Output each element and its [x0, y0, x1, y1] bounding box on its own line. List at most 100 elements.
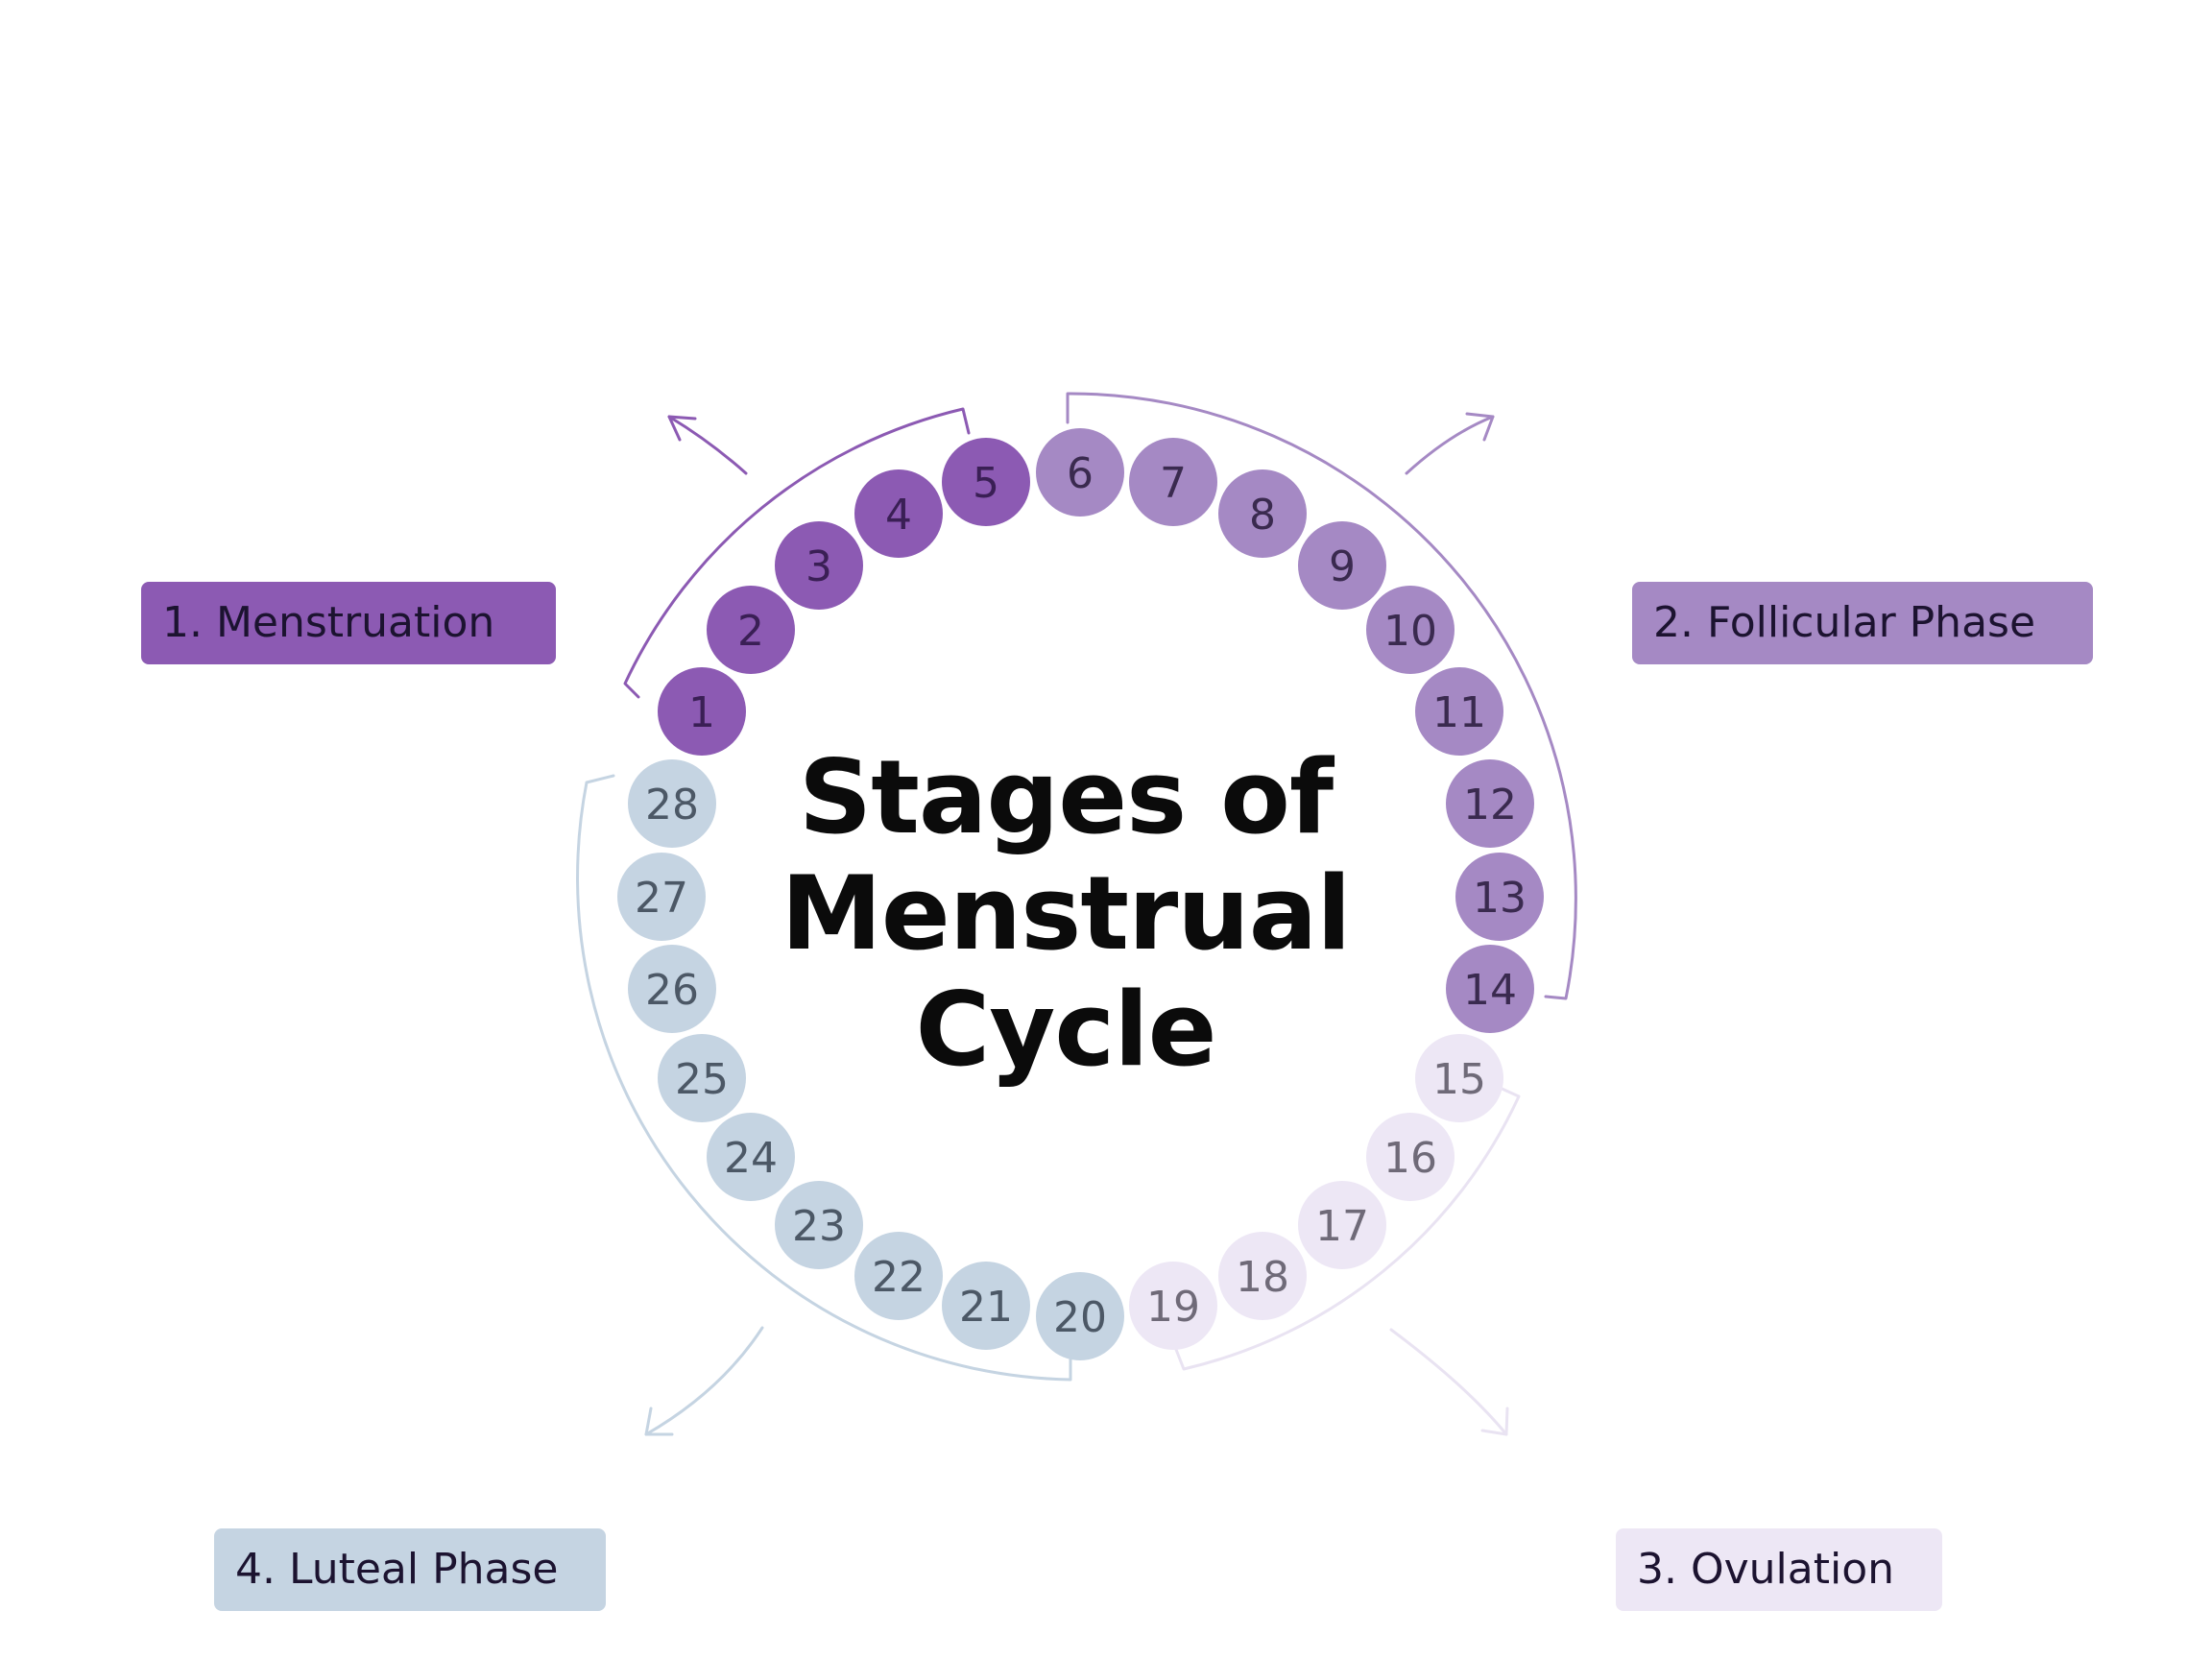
day-3-circle: [775, 521, 863, 610]
day-24-marker: 24: [707, 1113, 795, 1201]
day-5-marker: 5: [942, 438, 1030, 526]
day-24-circle: [707, 1113, 795, 1201]
day-4-number: 4: [885, 491, 912, 540]
ovulation-arrow-line: [1389, 1328, 1508, 1436]
menstruation-arrow: [667, 415, 748, 475]
day-12-marker: 12: [1446, 759, 1534, 848]
menstruation-arrow-line: [667, 415, 748, 475]
day-17-number: 17: [1315, 1202, 1369, 1251]
follicular-phase-label: 2. Follicular Phase: [1632, 582, 2093, 664]
day-18-number: 18: [1236, 1253, 1289, 1302]
day-17-marker: 17: [1298, 1181, 1386, 1269]
day-4-marker: 4: [854, 469, 943, 558]
day-18-marker: 18: [1218, 1232, 1307, 1320]
day-3-marker: 3: [775, 521, 863, 610]
day-19-number: 19: [1146, 1283, 1200, 1332]
follicular-arrow-head: [1465, 412, 1495, 442]
luteal-arrow-head: [644, 1407, 674, 1436]
day-14-number: 14: [1463, 966, 1517, 1015]
day-9-number: 9: [1329, 542, 1356, 591]
day-16-marker: 16: [1366, 1113, 1455, 1201]
day-10-marker: 10: [1366, 586, 1455, 674]
phase-brackets: [576, 392, 1577, 1382]
day-28-marker: 28: [628, 759, 716, 848]
day-21-marker: 21: [942, 1262, 1030, 1350]
day-2-marker: 2: [707, 586, 795, 674]
day-11-marker: 11: [1415, 667, 1503, 756]
day-26-circle: [628, 945, 716, 1033]
diagram-title: Stages of Menstrual Cycle: [672, 739, 1459, 1088]
ovulation-bracket: [1171, 1085, 1521, 1371]
day-24-number: 24: [724, 1134, 778, 1183]
title-line-1: Stages of: [798, 738, 1334, 856]
day-26-marker: 26: [628, 945, 716, 1033]
day-13-number: 13: [1473, 874, 1527, 923]
day-10-circle: [1366, 586, 1455, 674]
menstruation-arrow-head: [667, 415, 697, 442]
day-16-number: 16: [1383, 1134, 1437, 1183]
day-15-number: 15: [1432, 1055, 1486, 1104]
day-15-marker: 15: [1415, 1034, 1503, 1122]
day-6-marker: 6: [1036, 428, 1124, 517]
day-22-circle: [854, 1232, 943, 1320]
day-25-number: 25: [675, 1055, 729, 1104]
day-28-circle: [628, 759, 716, 848]
day-22-marker: 22: [854, 1232, 943, 1320]
day-4-circle: [854, 469, 943, 558]
day-21-circle: [942, 1262, 1030, 1350]
day-14-circle: [1446, 945, 1534, 1033]
day-25-circle: [658, 1034, 746, 1122]
day-18-circle: [1218, 1232, 1307, 1320]
day-7-number: 7: [1160, 459, 1187, 508]
ovulation-phase-label: 3. Ovulation: [1616, 1528, 1942, 1611]
day-23-number: 23: [792, 1202, 846, 1251]
phase-arrows: [644, 412, 1509, 1436]
day-7-circle: [1129, 438, 1217, 526]
day-17-circle: [1298, 1181, 1386, 1269]
day-25-marker: 25: [658, 1034, 746, 1122]
day-3-number: 3: [805, 542, 832, 591]
follicular-arrow: [1405, 412, 1495, 475]
day-21-number: 21: [959, 1283, 1013, 1332]
day-6-circle: [1036, 428, 1124, 517]
day-1-number: 1: [688, 688, 715, 737]
day-27-marker: 27: [617, 853, 706, 941]
day-8-circle: [1218, 469, 1307, 558]
day-23-circle: [775, 1181, 863, 1269]
day-2-number: 2: [737, 607, 764, 656]
day-19-marker: 19: [1129, 1262, 1217, 1350]
day-22-number: 22: [872, 1253, 926, 1302]
day-20-marker: 20: [1036, 1272, 1124, 1360]
day-8-number: 8: [1249, 491, 1276, 540]
title-line-2: Menstrual: [781, 854, 1351, 973]
day-7-marker: 7: [1129, 438, 1217, 526]
day-20-circle: [1036, 1272, 1124, 1360]
menstruation-phase-label: 1. Menstruation: [141, 582, 556, 664]
ovulation-arrow-head: [1480, 1407, 1509, 1436]
follicular-arrow-line: [1405, 415, 1495, 475]
day-13-marker: 13: [1455, 853, 1544, 941]
day-23-marker: 23: [775, 1181, 863, 1269]
day-8-marker: 8: [1218, 469, 1307, 558]
luteal-phase-label: 4. Luteal Phase: [214, 1528, 606, 1611]
luteal-arrow-line: [644, 1326, 764, 1436]
title-line-3: Cycle: [915, 971, 1217, 1089]
day-1-circle: [658, 667, 746, 756]
day-16-circle: [1366, 1113, 1455, 1201]
day-9-circle: [1298, 521, 1386, 610]
menstruation-bracket: [623, 407, 971, 699]
day-6-number: 6: [1067, 449, 1094, 498]
day-11-number: 11: [1432, 688, 1486, 737]
luteal-bracket: [576, 774, 1072, 1382]
luteal-arrow: [644, 1326, 764, 1436]
day-1-marker: 1: [658, 667, 746, 756]
day-20-number: 20: [1053, 1293, 1107, 1342]
day-10-number: 10: [1383, 607, 1437, 656]
day-12-circle: [1446, 759, 1534, 848]
day-27-number: 27: [635, 874, 688, 923]
day-2-circle: [707, 586, 795, 674]
day-15-circle: [1415, 1034, 1503, 1122]
day-11-circle: [1415, 667, 1503, 756]
day-14-marker: 14: [1446, 945, 1534, 1033]
day-5-circle: [942, 438, 1030, 526]
